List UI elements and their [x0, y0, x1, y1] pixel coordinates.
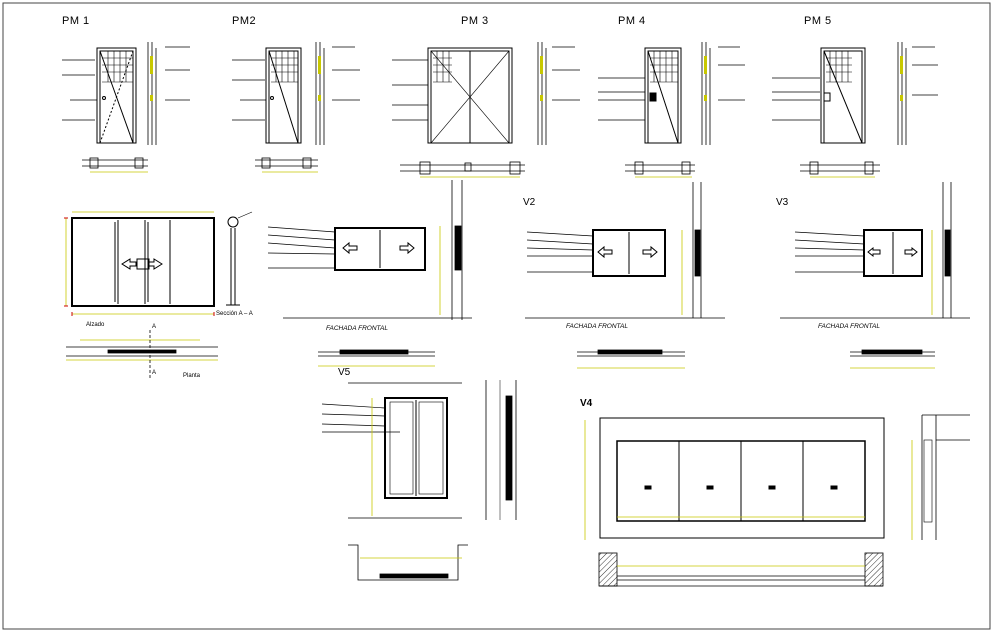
cut-marker-top: A	[152, 324, 157, 330]
door-pm3-section	[537, 42, 547, 145]
door-pm2-callouts	[232, 46, 360, 121]
door-title-pm1: PM 1	[62, 15, 90, 27]
alzado-label: Alzado	[86, 322, 105, 328]
window-title-v3: V3	[776, 197, 789, 208]
door-title-pm5: PM 5	[804, 15, 832, 27]
window-title-v2: V2	[523, 197, 536, 208]
sliding-door-dims	[65, 211, 214, 315]
door-pm5-plan	[800, 161, 880, 178]
window1-wall-section	[439, 180, 463, 320]
fachada-label-3: FACHADA FRONTAL	[818, 323, 880, 330]
window-v4-dims	[584, 420, 865, 540]
window-v5-elevation	[384, 397, 448, 499]
door-title-pm2: PM2	[232, 15, 257, 27]
window-title-v5: V5	[338, 367, 351, 378]
window-v4-plan	[598, 552, 884, 587]
seccion-label: Sección A – A	[216, 311, 253, 317]
door-pm2-section	[315, 42, 325, 145]
window-v2-plan	[577, 349, 685, 369]
window-v3-callouts	[794, 231, 865, 273]
window-v5-plan	[348, 544, 468, 581]
window1-plan	[318, 349, 435, 367]
door-pm5-section	[897, 42, 907, 145]
door-pm3-plan	[400, 161, 525, 178]
door-pm1-plan	[82, 157, 148, 173]
door-pm1-section	[147, 42, 157, 145]
window-v3-plan	[850, 349, 935, 369]
fachada-label-2: FACHADA FRONTAL	[566, 323, 628, 330]
window-v2-elevation	[592, 229, 666, 277]
door-pm4-section	[701, 42, 711, 145]
sliding-door-section	[226, 211, 253, 306]
window-v3-elevation	[863, 229, 923, 277]
sliding-door-elevation	[71, 217, 215, 307]
door-pm5-elevation	[820, 47, 866, 144]
planta-label: Planta	[183, 373, 201, 379]
window-v4-elevation	[599, 417, 885, 539]
window-v3-wall-section	[931, 182, 952, 318]
door-title-pm4: PM 4	[618, 15, 646, 27]
door-pm4-plan	[625, 161, 695, 178]
window-v2-wall-section	[681, 182, 702, 318]
door-pm2-plan	[255, 157, 318, 173]
window-title-v4: V4	[580, 398, 593, 409]
door-pm3-callouts	[392, 46, 580, 121]
door-pm3-elevation	[427, 47, 513, 144]
cut-marker-bottom: A	[152, 370, 157, 376]
sliding-door-dim-marks	[64, 217, 215, 316]
fachada-label-1: FACHADA FRONTAL	[326, 325, 388, 332]
window1-elevation	[334, 227, 426, 271]
window1-callouts	[267, 226, 336, 269]
window-v5-callouts	[321, 403, 400, 433]
door-pm5-callouts	[772, 46, 938, 121]
sliding-door-plan	[66, 330, 218, 378]
door-pm4-callouts	[598, 46, 745, 121]
window-v2-callouts	[526, 231, 594, 273]
window-v4-wall-section	[911, 414, 970, 540]
door-pm1-callouts	[62, 46, 190, 121]
door-pm2-elevation	[265, 47, 302, 144]
door-pm4-elevation	[644, 47, 682, 144]
window-v5-wall-section	[485, 380, 517, 520]
door-title-pm3: PM 3	[461, 15, 489, 27]
door-pm1-elevation	[96, 47, 137, 144]
